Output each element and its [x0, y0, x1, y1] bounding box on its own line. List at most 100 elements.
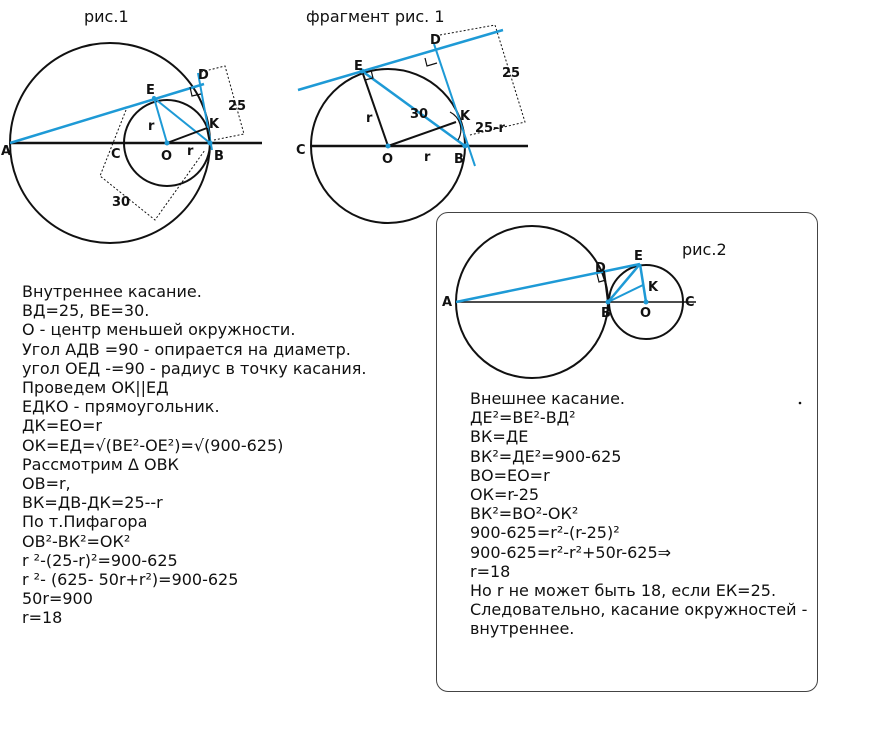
- figure1-label-k: K: [209, 117, 220, 132]
- figure1-label-a: A: [1, 144, 11, 159]
- figure1-right-angle-d: [189, 86, 202, 97]
- figure1-line-eo: [153, 97, 168, 144]
- figure1: рис.1 A C O B E D K r: [1, 7, 262, 244]
- figure1-label-c: C: [111, 147, 121, 162]
- figure1-label-d: D: [198, 68, 209, 83]
- solution-line: ДК=ЕО=r: [22, 416, 102, 436]
- figure1-label-o: O: [161, 149, 172, 164]
- figure2-label-e: E: [634, 249, 643, 264]
- figure1-tangent-ad: [9, 82, 205, 145]
- internal-solution-text: Внутреннее касание. ВД=25, ВЕ=30. О - це…: [22, 282, 366, 628]
- figure1-title: рис.1: [84, 7, 129, 26]
- solution-line: ОК=r-25: [470, 485, 540, 505]
- solution-line: Проведем ОК||ЕД: [22, 378, 169, 398]
- solution-line: ВК²=ДЕ²=900-625: [470, 446, 622, 466]
- figure1-label-b: B: [214, 149, 224, 164]
- figure2-line-eo: [638, 263, 648, 303]
- figure1-point-b: [207, 140, 213, 146]
- solution-line: 900-625=r²-r²+50r-625⇒: [470, 542, 672, 562]
- fragment-line-eo: [361, 70, 389, 147]
- figure2-label-a: A: [442, 295, 452, 310]
- fragment-arc-k: [449, 111, 462, 141]
- solution-line: угол ОЕД -=90 - радиус в точку касания.: [22, 358, 367, 378]
- figure1-dim-25: [200, 65, 245, 141]
- solution-line: ОВ²-ВК²=ОК²: [22, 531, 131, 551]
- figure1-label-r2: r: [187, 144, 194, 159]
- fragment-label-c: C: [296, 143, 306, 158]
- figure2-tangent-ae: [455, 262, 641, 304]
- solution-line: 50r=900: [22, 589, 93, 609]
- fragment-line-db: [433, 43, 476, 167]
- figure1-line-eb: [153, 97, 211, 144]
- fragment-label-e: E: [354, 59, 363, 74]
- solution-line: Внутреннее касание.: [22, 282, 202, 301]
- fragment-label-r2: r: [424, 150, 431, 165]
- solution-line: ОК=ЕД=√(ВЕ²-ОЕ²)=√(900-625): [22, 435, 284, 455]
- figure2-line-db: [603, 270, 609, 303]
- solution-line: ДЕ²=ВЕ²-ВД²: [470, 408, 576, 428]
- fragment-tangent: [297, 28, 504, 92]
- fragment-label-k: K: [460, 109, 471, 124]
- solution-line: Рассмотрим Δ ОВК: [22, 454, 179, 474]
- fragment-point-b: [462, 143, 468, 149]
- figure2-stray-dot: [798, 401, 802, 405]
- fragment-right-angle-e: [364, 69, 374, 81]
- figure1-line-ok: [166, 127, 208, 144]
- fragment-figure: фрагмент рис. 1 C O B E D K r r 25 30 25…: [296, 7, 528, 224]
- figure1-point-e: [152, 96, 156, 100]
- figure1-label-r1: r: [148, 119, 155, 134]
- figure2-title: рис.2: [682, 240, 727, 259]
- figure2-label-d: D: [595, 261, 606, 276]
- solution-line: r=18: [470, 561, 511, 581]
- figure2-line-bk: [607, 284, 644, 303]
- solution-line: ЕДКО - прямоугольник.: [22, 397, 220, 417]
- figure1-label-25: 25: [228, 99, 246, 114]
- solution-line: ВО=ЕО=r: [470, 465, 550, 485]
- solution-line: внутреннее.: [470, 619, 575, 639]
- figure2-label-k: K: [648, 280, 659, 295]
- solution-line: Внешнее касание.: [470, 389, 626, 408]
- solution-line: r=18: [22, 608, 63, 628]
- figure2-line-be: [607, 263, 641, 303]
- solution-line: Но r не может быть 18, если ЕК=25.: [470, 581, 777, 601]
- figure1-line-kb: [206, 127, 211, 144]
- fragment-label-30: 30: [410, 107, 428, 122]
- figure2-label-b: B: [601, 306, 611, 321]
- solution-line: ВД=25, ВЕ=30.: [22, 301, 150, 321]
- figure2-right-angle-d: [596, 273, 607, 283]
- fragment-point-e: [359, 68, 365, 74]
- solution-line: ВК=ДЕ: [470, 427, 529, 447]
- fragment-label-25r: 25-r: [475, 121, 505, 136]
- fragment-label-b: B: [454, 152, 464, 167]
- fragment-point-o: [385, 143, 391, 149]
- solution-line: О - центр меньшей окружности.: [22, 320, 296, 340]
- solution-line: Угол АДВ =90 - опирается на диаметр.: [22, 339, 351, 359]
- fragment-label-o: O: [382, 152, 393, 167]
- solution-line: ВК=ДВ-ДК=25--r: [22, 493, 163, 513]
- figure1-label-e: E: [146, 83, 155, 98]
- figure2-point-b: [605, 299, 611, 305]
- figure2-label-c: C: [685, 295, 695, 310]
- figure1-dim-30: [99, 109, 206, 221]
- external-solution-text: Внешнее касание. ДЕ²=ВЕ²-ВД² ВК=ДЕ ВК²=Д…: [470, 389, 807, 639]
- fragment-label-25: 25: [502, 66, 520, 81]
- figure2-point-o: [643, 299, 649, 305]
- fragment-line-ok: [387, 121, 457, 147]
- solution-line: По т.Пифагора: [22, 512, 148, 532]
- solution-line: Следовательно, касание окружностей -: [470, 600, 808, 620]
- fragment-line-eb: [361, 69, 466, 148]
- solution-line: ВК²=ВО²-ОК²: [470, 504, 579, 524]
- fragment-right-angle-d: [424, 57, 438, 67]
- figure2: рис.2 A B O C D E K: [442, 225, 802, 405]
- fragment-label-r1: r: [366, 111, 373, 126]
- fragment-label-d: D: [430, 33, 441, 48]
- solution-line: r ²- (625- 50r+r²)=900-625: [22, 570, 239, 590]
- figure1-label-30: 30: [112, 195, 130, 210]
- solution-line: 900-625=r²-(r-25)²: [470, 523, 620, 543]
- figure1-point-o: [164, 140, 170, 146]
- figure2-label-o: O: [640, 306, 651, 321]
- figure2-panel: [436, 212, 818, 692]
- solution-line: r ²-(25-r)²=900-625: [22, 550, 178, 570]
- fragment-title: фрагмент рис. 1: [306, 7, 445, 26]
